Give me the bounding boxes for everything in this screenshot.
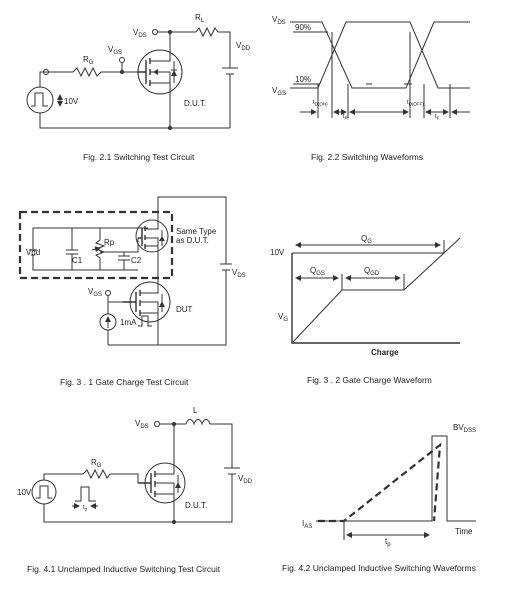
c2-capacitor [100, 251, 130, 270]
wire-gate [107, 295, 123, 314]
mosfet-dut [137, 49, 183, 95]
rl-resistor [195, 26, 231, 68]
dashed-reference-box [18, 210, 174, 280]
v10-label: 10V [17, 488, 32, 497]
rg-resistor [43, 468, 139, 483]
rg-resistor [72, 66, 122, 78]
vdd-label: VDD [238, 474, 253, 485]
tp-label: tp [83, 505, 88, 512]
reference-mosfet [135, 218, 169, 256]
vdd-battery [29, 227, 148, 271]
fig-3-2-gate-charge-waveform: 10V VG QG QGS QGD Charge [270, 234, 461, 357]
timing-markers [317, 32, 451, 118]
same-type-label-2: as D.U.T. [176, 236, 209, 245]
qgd-label: QGD [364, 266, 380, 277]
c1-label: C1 [72, 256, 83, 265]
bvdss-pulse [316, 435, 476, 522]
tr-label: tR [343, 114, 349, 121]
vds-terminal [154, 421, 160, 427]
vgs-terminal [119, 57, 125, 63]
c2-label: C2 [131, 256, 142, 265]
mosfet-dut [138, 462, 186, 506]
junction-dot [172, 520, 176, 524]
percent-90-label: 90% [295, 23, 311, 32]
fig-3-2-caption: Fig. 3 . 2 Gate Charge Waveform [307, 375, 432, 385]
inductor-l [185, 419, 233, 468]
pulse-generator-symbol [31, 479, 57, 505]
qgs-qgd-markers [341, 274, 405, 290]
rg-label: RG [83, 55, 94, 66]
input-terminal [43, 69, 49, 75]
dut-label: D.U.T. [184, 99, 206, 108]
qgs-label: QGS [310, 266, 325, 277]
axes [291, 253, 460, 344]
dut-label: D.U.T. [185, 501, 207, 510]
vgs-terminal [105, 290, 111, 296]
pulse-symbol [138, 315, 152, 327]
vds-waveform [290, 21, 470, 89]
qg-label: QG [361, 234, 372, 245]
time-axis-label: Time [455, 527, 473, 536]
fig-2-2-switching-waveforms: VDS VGS 90% 10% tD(ON) tR tD(OFF) tF [272, 15, 470, 121]
vds-battery [108, 263, 232, 346]
fig-2-2-caption: Fig. 2.2 Switching Waveforms [311, 152, 423, 162]
tdon-label: tD(ON) [313, 100, 328, 107]
wire-vgs-tap [121, 62, 137, 73]
junction-dot [120, 70, 124, 74]
rp-label: Rp [104, 238, 115, 247]
vgs-label: VGS [108, 45, 122, 56]
wire-source-bottom [39, 113, 230, 129]
tdoff-label: tD(OFF) [407, 100, 424, 107]
v10-label: 10V [270, 248, 285, 257]
wire-source-top [39, 71, 73, 87]
bvdss-label: BVDSS [453, 423, 476, 434]
fig-4-1-unclamped-inductive-circuit: VDS L VDD D.U.T. RG 10V tp [17, 406, 253, 524]
fig-2-1-caption: Fig. 2.1 Switching Test Circuit [83, 152, 195, 162]
rl-label: RL [195, 13, 205, 24]
l-label: L [193, 406, 198, 415]
vg-label: VG [278, 312, 288, 323]
vdd-battery [43, 467, 240, 523]
vds-label: VDS [133, 28, 147, 39]
v10-label: 10V [64, 97, 79, 106]
dut-label: DUT [176, 305, 193, 314]
tf-label: tF [435, 114, 440, 121]
vds-label: VDS [232, 268, 246, 279]
pulse-symbol [75, 486, 96, 502]
fig-2-1-switching-test-circuit: 10V RG VGS VDS RL [26, 13, 251, 130]
vgs-label: VGS [88, 287, 102, 298]
ias-current-ramp [318, 442, 442, 523]
mosfet-dut [123, 281, 171, 325]
wire-vds-rail [157, 196, 227, 264]
vds-label: VDS [135, 419, 149, 430]
fig-3-1-caption: Fig. 3 . 1 Gate Charge Test Circuit [60, 377, 189, 387]
fig-4-2-unclamped-inductive-waveforms: BVDSS IAS tp Time [302, 423, 476, 548]
tp-label: tp [385, 537, 391, 548]
c1-capacitor [66, 228, 78, 270]
wire-ref-gate [124, 238, 139, 253]
fig-4-1-caption: Fig. 4.1 Unclamped Inductive Switching T… [27, 564, 221, 574]
vds-label: VDS [272, 15, 286, 26]
current-source-symbol [99, 313, 117, 331]
vdd-label: Vdd [26, 248, 40, 257]
charge-axis-label: Charge [371, 348, 399, 357]
vdd-battery [222, 67, 238, 128]
vgs-waveform [290, 21, 470, 89]
fig-4-2-caption: Fig. 4.2 Unclamped Inductive Switching W… [282, 563, 476, 573]
vds-terminal [152, 29, 158, 35]
same-type-label-1: Same Type [176, 227, 217, 236]
vgs-label: VGS [272, 86, 286, 97]
vdd-label: VDD [236, 41, 251, 52]
ias-label: IAS [302, 519, 312, 530]
percent-10-label: 10% [295, 75, 311, 84]
rg-label: RG [91, 458, 102, 469]
ima-label: 1mA [120, 318, 137, 327]
wire-drain [169, 31, 196, 50]
pulse-generator-symbol [26, 86, 54, 114]
fig-3-1-gate-charge-test-circuit: Vdd C1 Rp C2 Same Type as D.U.T. VDS [18, 196, 246, 346]
gate-charge-curve [291, 237, 461, 344]
rp-wiper [91, 246, 101, 253]
junction-dot [168, 126, 172, 130]
